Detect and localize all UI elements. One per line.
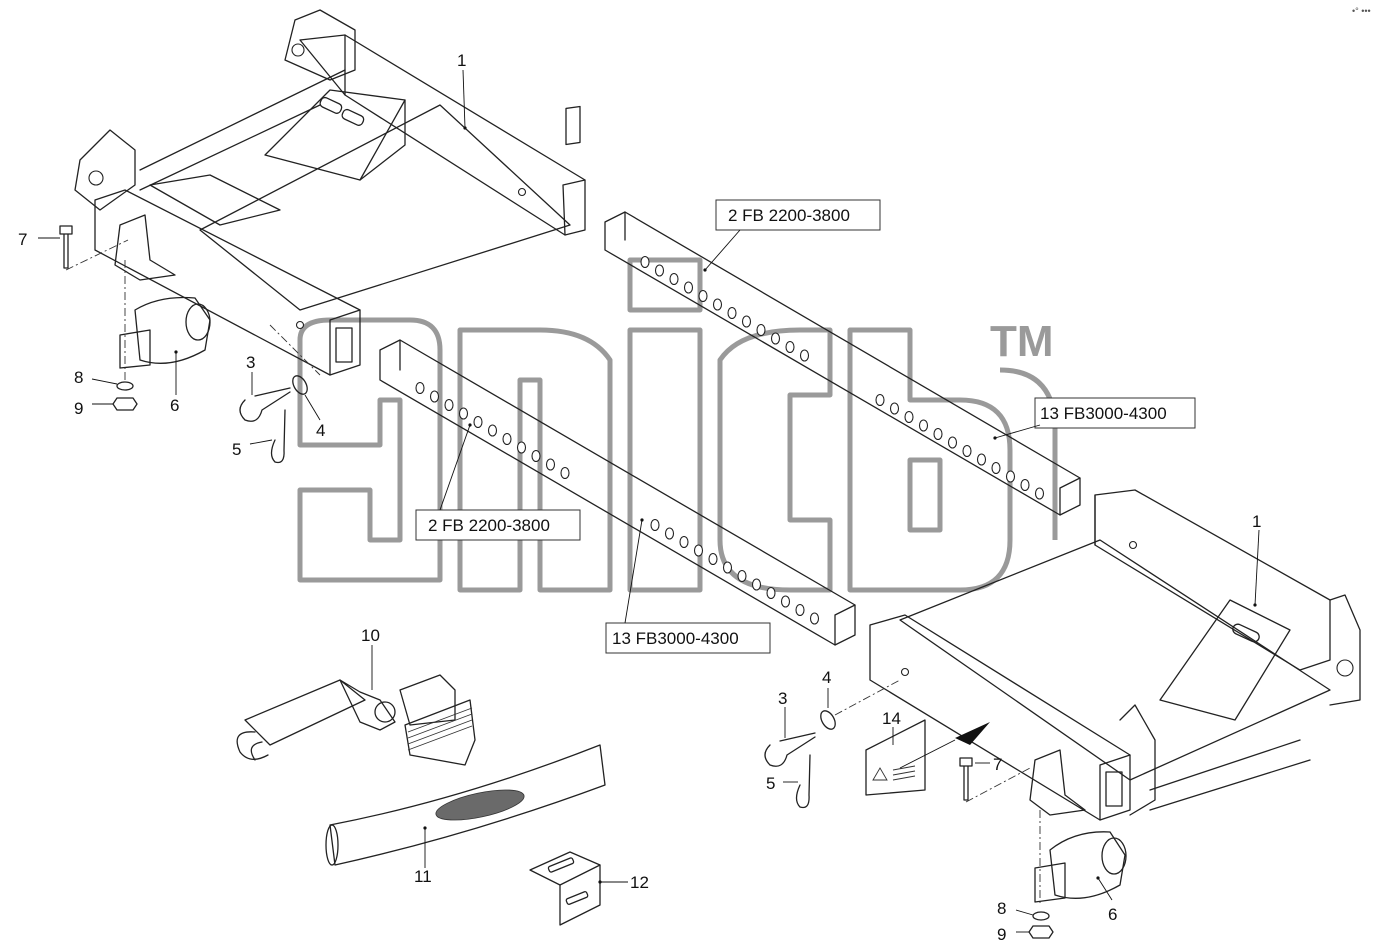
- bar-2-middle: [379, 339, 856, 646]
- bar-hole: [722, 561, 733, 574]
- frame-upper-left: 1: [74, 9, 586, 376]
- callout-13-middle-text: 13 FB3000-4300: [612, 629, 739, 648]
- bar-hole: [650, 518, 660, 532]
- bar-hole: [904, 410, 914, 424]
- sleeve-mesh-patch: [435, 789, 525, 821]
- bar-hole: [516, 441, 527, 454]
- bar-hole: [766, 586, 776, 600]
- bar-hole: [976, 453, 987, 466]
- bar-hole: [473, 415, 483, 429]
- callout-box-2-upper: 2 FB 2200-3800: [703, 199, 881, 272]
- bar-hole: [751, 578, 762, 591]
- hardware-left: 7 6 8 9 3 5 4: [18, 225, 325, 464]
- callout-2-upper-text: 2 FB 2200-3800: [728, 206, 850, 225]
- bar-hole: [918, 419, 929, 432]
- bar-hole: [962, 444, 972, 458]
- ratchet-strap: 10: [236, 626, 476, 766]
- callout-3-right: 3: [778, 689, 787, 708]
- bar-hole: [785, 340, 795, 354]
- bar-hole: [708, 552, 718, 566]
- bar-hole: [780, 595, 791, 608]
- bar-hole: [531, 449, 541, 463]
- callout-box-13-upper: 13 FB3000-4300: [993, 397, 1196, 440]
- bar-hole: [640, 255, 650, 269]
- bar-hole: [727, 306, 737, 320]
- watermark-logo: TM: [297, 257, 1058, 593]
- bar-hole: [737, 569, 747, 583]
- callout-2-middle-text: 2 FB 2200-3800: [428, 516, 550, 535]
- callout-9-left: 9: [74, 399, 83, 418]
- callout-7-right: 7: [993, 755, 1002, 774]
- bar-hole: [756, 323, 766, 337]
- callout-11: 11: [414, 867, 432, 886]
- bar-hole: [809, 612, 820, 625]
- callout-3-left: 3: [246, 353, 255, 372]
- bar-hole: [458, 407, 469, 420]
- frame-lower-right: 1: [869, 489, 1361, 821]
- bar-hole: [875, 393, 885, 407]
- callout-1-lower: 1: [1252, 512, 1261, 531]
- bar-hole: [947, 436, 958, 449]
- bar-2-upper: [604, 211, 1081, 516]
- bar-hole: [502, 432, 512, 446]
- bar-hole: [683, 281, 694, 294]
- corner-mark: •° •••: [1352, 6, 1371, 16]
- direction-arrow-icon: [955, 722, 990, 745]
- bar-hole: [444, 398, 454, 412]
- bar-hole: [693, 544, 704, 557]
- callout-13-upper-text: 13 FB3000-4300: [1040, 404, 1167, 423]
- bar-hole: [889, 402, 900, 415]
- bar-hole: [1020, 478, 1030, 492]
- bar-hole: [795, 603, 805, 617]
- callout-12: 12: [630, 873, 649, 892]
- callout-6-right: 6: [1108, 905, 1117, 924]
- bar-hole: [770, 332, 781, 345]
- callout-9-right: 9: [997, 925, 1006, 944]
- callout-5-left: 5: [232, 440, 241, 459]
- callout-4-left: 4: [316, 421, 325, 440]
- callout-8-right: 8: [997, 899, 1006, 918]
- bar-hole: [429, 390, 440, 403]
- hardware-right: 3 5 4 14 7 6 8 9: [764, 668, 1127, 944]
- bar-hole: [679, 535, 689, 549]
- bar-hole: [545, 458, 556, 471]
- callout-14: 14: [882, 709, 901, 728]
- watermark-tm: TM: [990, 317, 1054, 366]
- callout-box-13-middle: 13 FB3000-4300: [605, 518, 771, 654]
- bar-hole: [933, 427, 943, 441]
- bar-hole: [741, 315, 752, 328]
- bar-hole: [799, 349, 810, 362]
- bar-hole: [1005, 470, 1016, 483]
- bar-hole: [664, 527, 675, 540]
- callout-8-left: 8: [74, 368, 83, 387]
- bar-hole: [654, 264, 665, 277]
- callout-6-left: 6: [170, 396, 179, 415]
- callout-1-upper: 1: [457, 51, 466, 70]
- callout-7-left: 7: [18, 230, 27, 249]
- callout-4-right: 4: [822, 668, 831, 687]
- bar-hole: [487, 424, 498, 437]
- bar-hole: [712, 298, 723, 311]
- bar-hole: [991, 461, 1001, 475]
- protective-sleeve: 11: [325, 744, 606, 886]
- bracket: 12: [529, 851, 649, 926]
- callout-5-right: 5: [766, 774, 775, 793]
- callout-10: 10: [361, 626, 380, 645]
- callout-box-2-middle: 2 FB 2200-3800: [415, 423, 581, 541]
- bar-hole: [1034, 487, 1045, 500]
- bar-hole: [698, 289, 708, 303]
- bar-hole: [669, 272, 679, 286]
- bar-hole: [560, 466, 570, 480]
- bar-hole: [415, 381, 425, 395]
